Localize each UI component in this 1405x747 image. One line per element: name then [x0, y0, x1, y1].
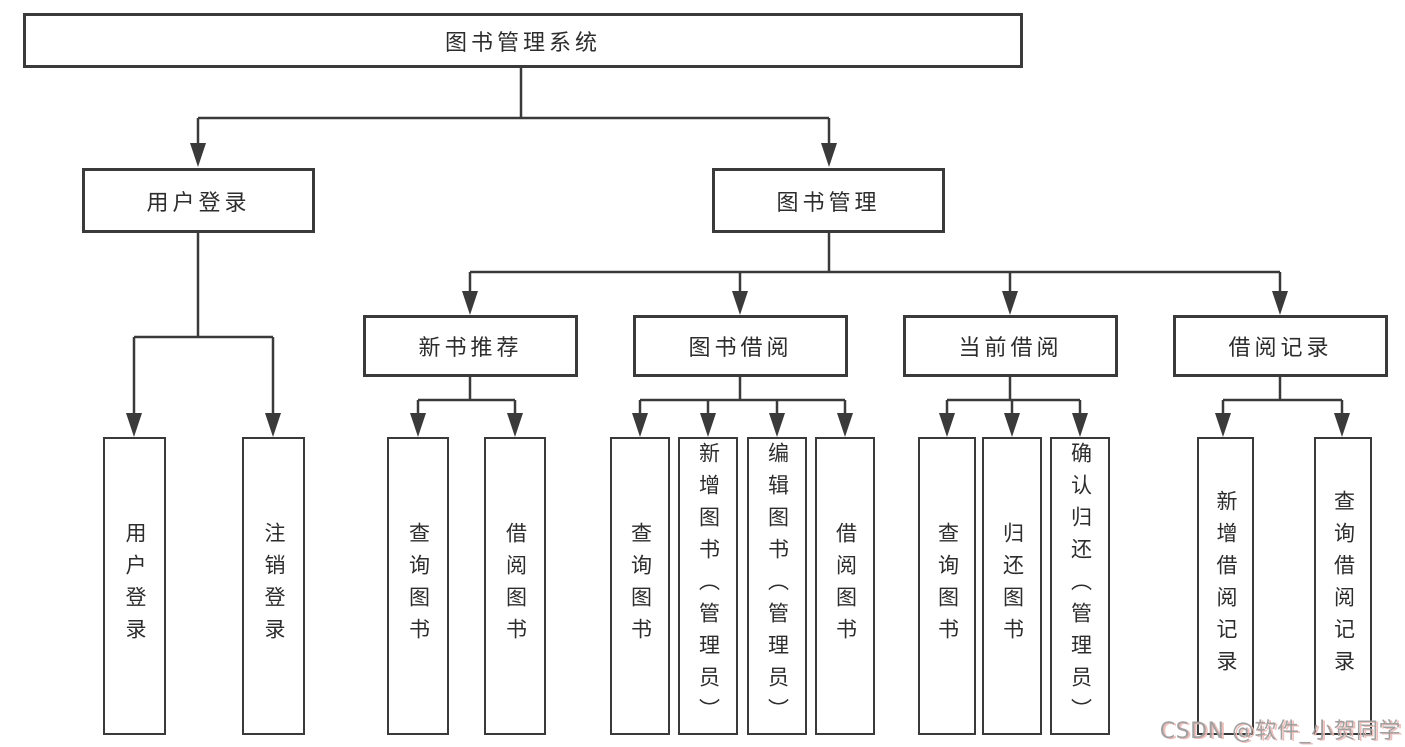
- leaf-add-books-admin: 新增图书（管理员）: [678, 437, 738, 735]
- node-user-login: 用户登录: [82, 168, 315, 233]
- leaf-label: 借阅图书: [503, 522, 528, 650]
- leaf-query-books-recommend: 查询图书: [387, 437, 449, 735]
- leaf-borrow-books-recommend: 借阅图书: [484, 437, 546, 735]
- leaf-label: 归还图书: [1000, 522, 1025, 650]
- node-new-book-recommend: 新书推荐: [363, 315, 578, 377]
- leaf-label: 新增借阅记录: [1214, 490, 1239, 682]
- node-library-management-system: 图书管理系统: [23, 13, 1023, 68]
- leaf-label: 查询图书: [628, 522, 653, 650]
- leaf-borrow-books: 借阅图书: [815, 437, 875, 735]
- leaf-query-borrow-record: 查询借阅记录: [1314, 437, 1372, 735]
- leaf-return-books: 归还图书: [982, 437, 1042, 735]
- leaf-label: 编辑图书（管理员）: [765, 442, 790, 730]
- leaf-add-borrow-record: 新增借阅记录: [1197, 437, 1254, 735]
- leaf-label: 查询图书: [935, 522, 960, 650]
- leaf-label: 注销登录: [262, 522, 287, 650]
- leaf-label: 查询借阅记录: [1331, 490, 1356, 682]
- leaf-label: 借阅图书: [833, 522, 858, 650]
- node-borrow-record: 借阅记录: [1173, 315, 1388, 377]
- leaf-confirm-return-admin: 确认归还（管理员）: [1050, 437, 1110, 735]
- node-book-management: 图书管理: [712, 168, 945, 233]
- leaf-label: 查询图书: [406, 522, 431, 650]
- leaf-query-books-current: 查询图书: [918, 437, 976, 735]
- node-current-borrow: 当前借阅: [903, 315, 1118, 377]
- csdn-watermark: CSDN @软件_小贺同学: [1159, 719, 1401, 744]
- leaf-logout: 注销登录: [242, 437, 305, 735]
- leaf-label: 确认归还（管理员）: [1068, 442, 1093, 730]
- node-book-borrow: 图书借阅: [633, 315, 848, 377]
- leaf-query-books-borrow: 查询图书: [610, 437, 670, 735]
- leaf-user-login: 用户登录: [103, 437, 166, 735]
- leaf-label: 用户登录: [123, 522, 148, 650]
- leaf-label: 新增图书（管理员）: [696, 442, 721, 730]
- leaf-edit-books-admin: 编辑图书（管理员）: [747, 437, 807, 735]
